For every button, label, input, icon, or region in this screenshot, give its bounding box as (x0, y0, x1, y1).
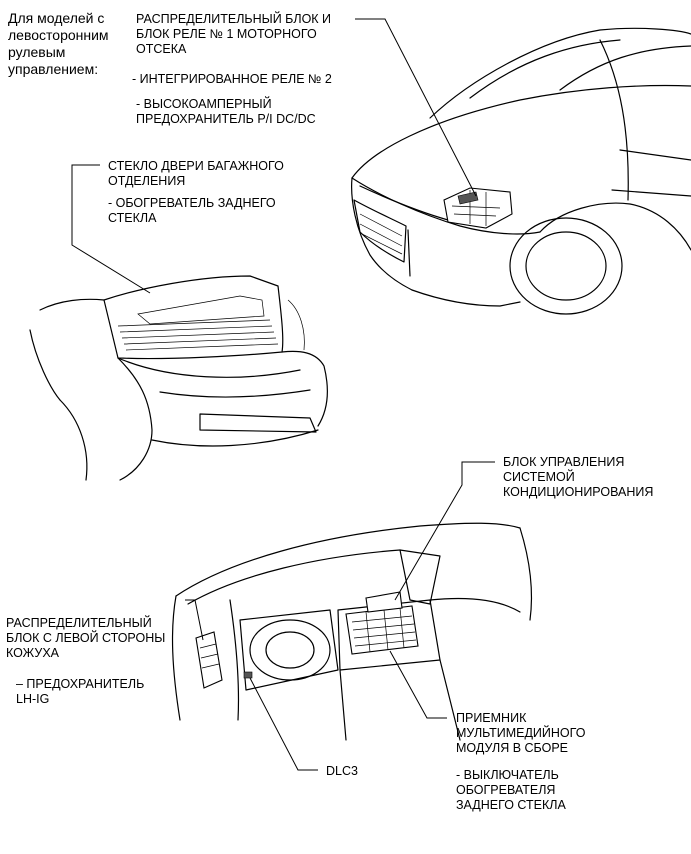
dashboard-illustration (171, 522, 533, 741)
leader-engine-block (355, 18, 477, 197)
car-front-illustration (351, 27, 691, 315)
back-door-glass-label: СТЕКЛО ДВЕРИ БАГАЖНОГО ОТДЕЛЕНИЯ (108, 159, 284, 188)
leader-ac-control (394, 461, 495, 601)
cowl-side-block-label: РАСПРЕДЕЛИТЕЛЬНЫЙ БЛОК С ЛЕВОЙ СТОРОНЫ К… (6, 616, 166, 660)
defogger-switch-label: - ВЫКЛЮЧАТЕЛЬ ОБОГРЕВАТЕЛЯ ЗАДНЕГО СТЕКЛ… (456, 768, 566, 812)
leader-multimedia (389, 650, 447, 719)
leader-dlc3 (249, 677, 318, 771)
leader-cowl-block (185, 599, 204, 641)
car-rear-illustration (29, 275, 328, 481)
lhd-models-heading: Для моделей с левосторонним рулевым упра… (8, 10, 109, 77)
high-amp-fuse-label: - ВЫСОКОАМПЕРНЫЙ ПРЕДОХРАНИТЕЛЬ P/I DC/D… (136, 97, 316, 126)
integrated-relay-label: - ИНТЕГРИРОВАННОЕ РЕЛЕ № 2 (132, 72, 332, 86)
engine-relay-block-label: РАСПРЕДЕЛИТЕЛЬНЫЙ БЛОК И БЛОК РЕЛЕ № 1 М… (136, 12, 332, 56)
rear-defogger-label: - ОБОГРЕВАТЕЛЬ ЗАДНЕГО СТЕКЛА (108, 196, 276, 225)
ac-control-label: БЛОК УПРАВЛЕНИЯ СИСТЕМОЙ КОНДИЦИОНИРОВАН… (503, 455, 654, 499)
leader-lines (71, 18, 495, 771)
leader-back-glass (71, 164, 151, 294)
multimedia-receiver-label: ПРИЕМНИК МУЛЬТИМЕДИЙНОГО МОДУЛЯ В СБОРЕ (456, 711, 586, 755)
lh-ig-fuse-label: – ПРЕДОХРАНИТЕЛЬ LH-IG (16, 677, 145, 706)
dlc3-label: DLC3 (326, 764, 358, 778)
